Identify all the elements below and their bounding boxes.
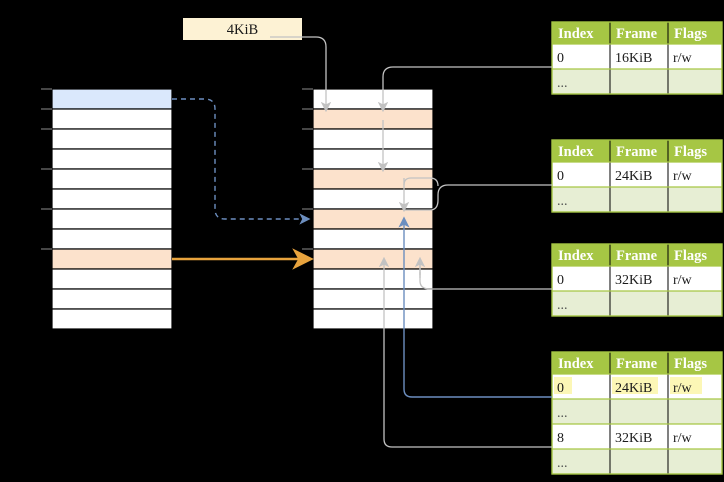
table-4-header-flags: Flags (674, 356, 707, 372)
virtual-address-column (51, 88, 173, 330)
table-4-row-2-index: 8 (557, 431, 564, 446)
table-3-row-0-frame: 32KiB (615, 273, 652, 288)
table-1-header-index: Index (558, 26, 594, 42)
size-tag-background (183, 18, 302, 40)
table-2-header-frame: Frame (616, 144, 658, 160)
connector-table2-bend (403, 177, 439, 187)
table-3-header-index: Index (558, 248, 594, 264)
left-row-4[interactable] (51, 168, 173, 190)
middle-row-8[interactable] (312, 248, 434, 270)
table-2-row-1-index: ... (557, 194, 568, 209)
table-4-row-2-flags: r/w (673, 431, 693, 446)
middle-row-5[interactable] (312, 188, 434, 210)
table-2-row-0-flags: r/w (673, 169, 693, 184)
left-row-8[interactable] (51, 248, 173, 270)
middle-row-11[interactable] (312, 308, 434, 330)
middle-row-7[interactable] (312, 228, 434, 250)
physical-memory-column (312, 88, 434, 330)
middle-row-0[interactable] (312, 88, 434, 110)
left-row-10[interactable] (51, 288, 173, 310)
left-row-11[interactable] (51, 308, 173, 330)
page-table-1: Index Frame Flags 0 16KiB r/w ... (551, 21, 723, 95)
middle-row-3[interactable] (312, 148, 434, 170)
table-4-row-2-frame: 32KiB (615, 431, 652, 446)
table-1-row-0-frame: 16KiB (615, 51, 652, 66)
table-2-row-0-frame: 24KiB (615, 169, 652, 184)
connector-tag-to-middle-row1 (270, 36, 332, 113)
table-1-header-flags: Flags (674, 26, 707, 42)
left-row-3[interactable] (51, 148, 173, 170)
table-3-header-frame: Frame (616, 248, 658, 264)
table-4-row-3-index: ... (557, 456, 568, 471)
table-4-row-0-flags-highlight (670, 377, 702, 394)
page-table-2: Index Frame Flags 0 24KiB r/w ... (551, 139, 723, 213)
table-4-row-0-index-highlight (554, 377, 572, 394)
left-row-6[interactable] (51, 208, 173, 230)
table-2-header-index: Index (558, 144, 594, 160)
table-4-header-frame: Frame (616, 356, 658, 372)
table-4-header-index: Index (558, 356, 594, 372)
middle-row-9[interactable] (312, 268, 434, 290)
table-2-row-0-index: 0 (557, 169, 564, 184)
left-column-ticks (41, 88, 52, 250)
left-row-0[interactable] (51, 88, 173, 110)
middle-row-1[interactable] (312, 108, 434, 130)
table-2-header-flags: Flags (674, 144, 707, 160)
arrow-left-row0-to-middle-row6 (172, 98, 311, 225)
connector-table2-lead (404, 184, 552, 211)
table-3-row-0-index: 0 (557, 273, 564, 288)
page-table-4: Index Frame Flags 0 24KiB r/w ... 8 32Ki… (551, 351, 723, 475)
size-tag-label: 4KiB (227, 22, 258, 38)
table-3-header-flags: Flags (674, 248, 707, 264)
table-1-header-frame: Frame (616, 26, 658, 42)
table-3-row-1-index: ... (557, 298, 568, 313)
left-row-9[interactable] (51, 268, 173, 290)
middle-row-4[interactable] (312, 168, 434, 190)
middle-row-10[interactable] (312, 288, 434, 310)
left-row-1[interactable] (51, 108, 173, 130)
connector-table3-lead (419, 272, 552, 290)
left-row-2[interactable] (51, 128, 173, 150)
table-4-row-0-frame: 24KiB (615, 381, 652, 396)
table-4-row-1-index: ... (557, 406, 568, 421)
table-1-row-1-index: ... (557, 76, 568, 91)
table-3-row-0-flags: r/w (673, 273, 693, 288)
page-table-3: Index Frame Flags 0 32KiB r/w ... (551, 243, 723, 317)
connector-table4-row2-to-middle-row8 (378, 256, 552, 448)
middle-row-6[interactable] (312, 208, 434, 230)
table-4-row-0-frame-highlight (612, 377, 658, 394)
connector-table4-row0-to-middle-row6 (398, 216, 552, 398)
table-4-row-0-index: 0 (557, 381, 564, 396)
left-row-5[interactable] (51, 188, 173, 210)
table-1-row-0-index: 0 (557, 51, 564, 66)
left-row-7[interactable] (51, 228, 173, 250)
connector-table1-to-middle-row1 (377, 66, 552, 113)
size-tag-4kib[interactable]: 4KiB (183, 18, 302, 40)
middle-row-2[interactable] (312, 128, 434, 150)
table-1-row-0-flags: r/w (673, 51, 693, 66)
table-4-row-0-flags: r/w (673, 381, 693, 396)
